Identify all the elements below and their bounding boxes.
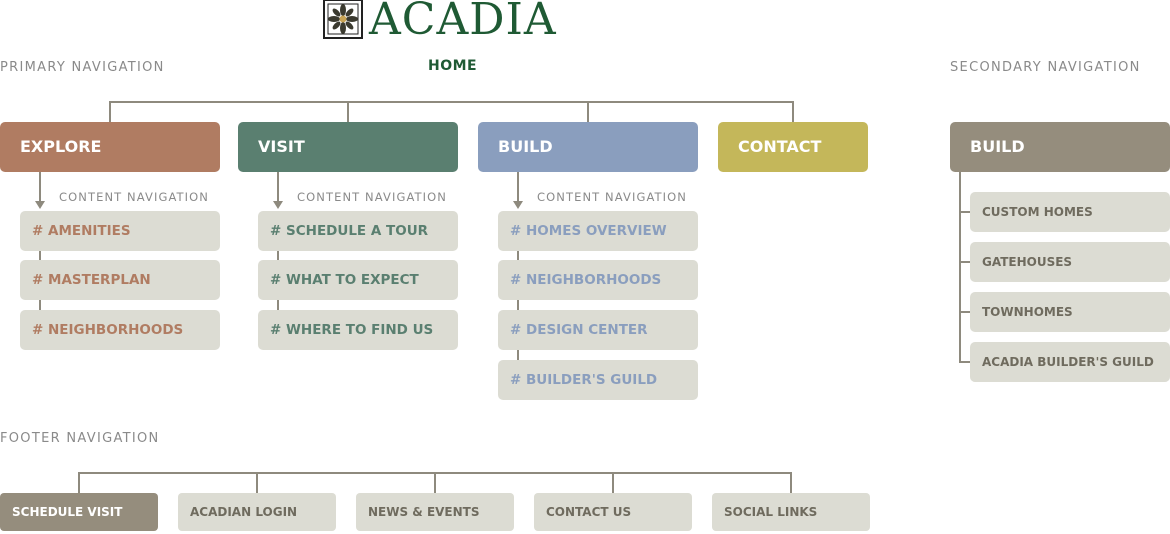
build-item-builders-guild[interactable]: # BUILDER'S GUILD <box>498 360 698 400</box>
explore-item-amenities[interactable]: # AMENITIES <box>20 211 220 251</box>
footer-navigation-label: FOOTER NAVIGATION <box>0 431 160 446</box>
logo[interactable]: ACADIA <box>323 0 583 45</box>
footer-schedule-visit-button[interactable]: SCHEDULE VISIT <box>0 493 158 531</box>
footer-acadian-login-button[interactable]: ACADIAN LOGIN <box>178 493 336 531</box>
primary-tree-line <box>347 101 349 122</box>
content-tree-line <box>39 172 41 202</box>
content-navigation-label: CONTENT NAVIGATION <box>59 190 210 204</box>
secondary-item-gatehouses[interactable]: GATEHOUSES <box>970 242 1170 282</box>
logo-emblem-icon <box>323 0 363 39</box>
explore-item-masterplan[interactable]: # MASTERPLAN <box>20 260 220 300</box>
home-link[interactable]: HOME <box>428 58 478 74</box>
logo-wordmark: ACADIA <box>369 0 557 45</box>
footer-tree-line <box>78 472 80 493</box>
secondary-tree-line <box>959 361 970 363</box>
visit-item-where-to-find-us[interactable]: # WHERE TO FIND US <box>258 310 458 350</box>
footer-tree-line <box>612 472 614 493</box>
arrow-down-icon <box>273 201 283 209</box>
visit-item-what-to-expect[interactable]: # WHAT TO EXPECT <box>258 260 458 300</box>
footer-contact-us-button[interactable]: CONTACT US <box>534 493 692 531</box>
footer-tree-line <box>256 472 258 493</box>
build-item-homes-overview[interactable]: # HOMES OVERVIEW <box>498 211 698 251</box>
nav-visit-button[interactable]: VISIT <box>238 122 458 172</box>
footer-social-links-button[interactable]: SOCIAL LINKS <box>712 493 870 531</box>
footer-tree-line <box>790 472 792 493</box>
secondary-tree-line <box>959 211 970 213</box>
build-item-design-center[interactable]: # DESIGN CENTER <box>498 310 698 350</box>
build-item-neighborhoods[interactable]: # NEIGHBORHOODS <box>498 260 698 300</box>
arrow-down-icon <box>513 201 523 209</box>
secondary-item-custom-homes[interactable]: CUSTOM HOMES <box>970 192 1170 232</box>
secondary-tree-line <box>959 172 961 361</box>
secondary-tree-line <box>959 311 970 313</box>
visit-item-schedule-a-tour[interactable]: # SCHEDULE A TOUR <box>258 211 458 251</box>
secondary-tree-line <box>959 261 970 263</box>
secondary-item-builders-guild[interactable]: ACADIA BUILDER'S GUILD <box>970 342 1170 382</box>
primary-tree-line <box>792 101 794 122</box>
primary-navigation-label: PRIMARY NAVIGATION <box>0 60 165 75</box>
content-tree-line <box>517 250 519 360</box>
nav-build-button[interactable]: BUILD <box>478 122 698 172</box>
primary-tree-line <box>587 101 589 122</box>
secondary-build-button[interactable]: BUILD <box>950 122 1170 172</box>
secondary-item-townhomes[interactable]: TOWNHOMES <box>970 292 1170 332</box>
content-navigation-label: CONTENT NAVIGATION <box>537 190 688 204</box>
arrow-down-icon <box>35 201 45 209</box>
content-navigation-label: CONTENT NAVIGATION <box>297 190 448 204</box>
nav-contact-button[interactable]: CONTACT <box>718 122 868 172</box>
nav-explore-button[interactable]: EXPLORE <box>0 122 220 172</box>
content-tree-line <box>517 172 519 202</box>
content-tree-line <box>277 172 279 202</box>
secondary-navigation-label: SECONDARY NAVIGATION <box>950 60 1141 75</box>
footer-news-events-button[interactable]: NEWS & EVENTS <box>356 493 514 531</box>
primary-tree-line <box>109 101 111 122</box>
explore-item-neighborhoods[interactable]: # NEIGHBORHOODS <box>20 310 220 350</box>
footer-tree-line <box>434 472 436 493</box>
primary-tree-line <box>109 101 794 103</box>
